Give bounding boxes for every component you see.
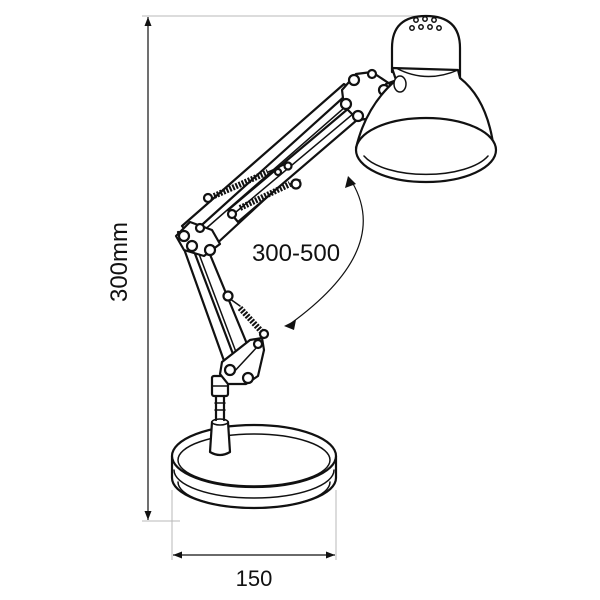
height-dimension (142, 15, 420, 522)
elbow-joint (174, 192, 238, 258)
width-dimension-label: 150 (235, 566, 273, 591)
height-dimension-label: 300mm (106, 221, 133, 303)
lamp-base (170, 423, 338, 510)
upper-springs (212, 161, 302, 211)
lamp-post (208, 374, 232, 457)
lower-arm (176, 228, 266, 386)
lower-spring (222, 290, 270, 340)
lamp-shade (354, 14, 498, 184)
width-dimension (171, 490, 337, 560)
arm-range-label: 300-500 (251, 240, 341, 267)
angle-arrow (284, 176, 364, 330)
